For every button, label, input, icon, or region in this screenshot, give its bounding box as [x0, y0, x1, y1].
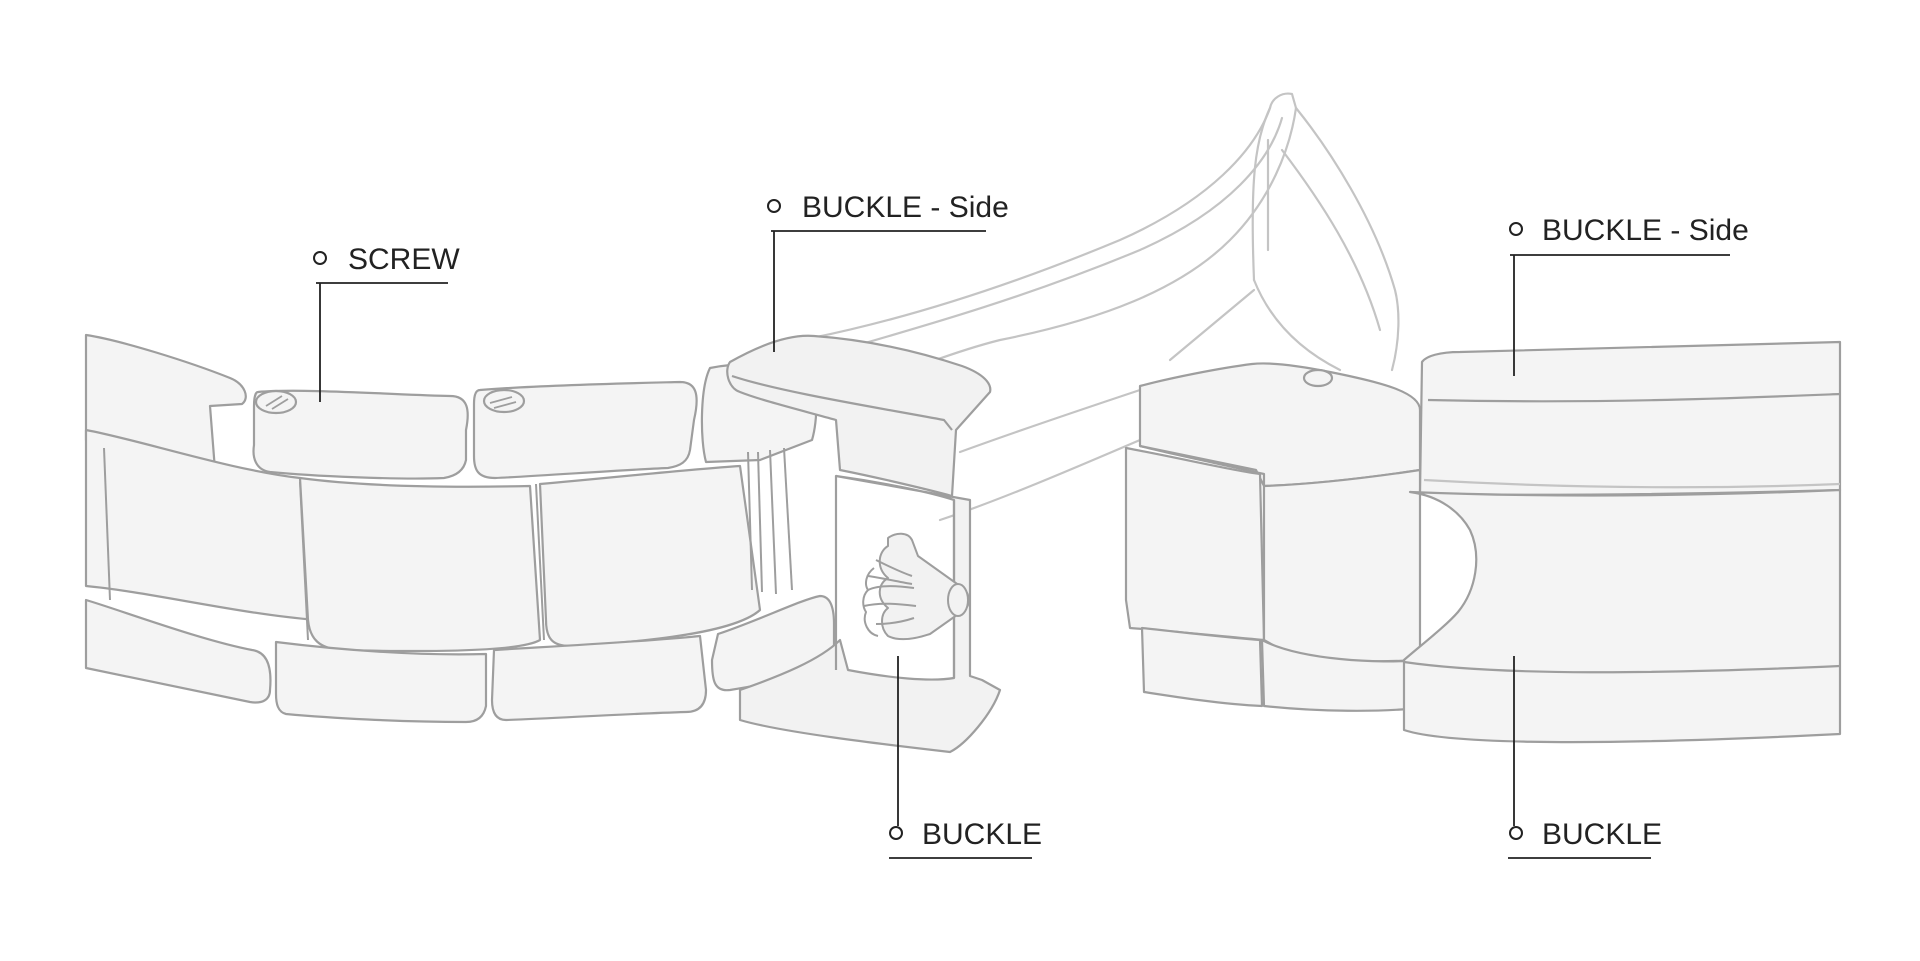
end-link-top	[84, 333, 247, 472]
center-link-2	[538, 464, 762, 648]
right-clasp-cover	[1418, 340, 1842, 496]
left-clasp	[726, 334, 1002, 754]
buckle-side-left-label: BUCKLE - Side	[802, 191, 1009, 224]
right-clasp-body	[1402, 488, 1842, 744]
callout-buckle-left: BUCKLE	[889, 656, 1042, 859]
right-hinge-body	[1124, 446, 1266, 642]
left-clasp-top-cover	[726, 334, 992, 498]
buckle-left-label: BUCKLE	[922, 818, 1042, 851]
screw-head-2	[482, 388, 526, 414]
left-clasp-body	[738, 474, 1002, 754]
screw-marker-icon	[313, 251, 327, 265]
center-link-1	[298, 476, 542, 653]
screw-head-1	[254, 389, 298, 415]
crown-logo-icon	[862, 532, 970, 641]
right-hinge-bottom	[1140, 626, 1264, 708]
hinge-pin-head	[1302, 368, 1334, 388]
callout-screw: SCREW	[313, 243, 460, 402]
right-hinge-center	[1262, 468, 1422, 663]
buckle-right-label: BUCKLE	[1542, 818, 1662, 851]
outer-link-lower-2	[490, 634, 708, 722]
buckle-side-right-label: BUCKLE - Side	[1542, 214, 1749, 247]
outer-link-lower-1	[274, 640, 488, 724]
bracelet-links	[84, 333, 836, 724]
buckle-right-marker-icon	[1509, 826, 1523, 840]
screw-link-2	[472, 380, 698, 480]
screw-link-1	[252, 389, 469, 480]
hinge-pins	[103, 447, 793, 641]
right-clasp	[1124, 340, 1842, 744]
buckle-side-right-marker-icon	[1509, 222, 1523, 236]
buckle-side-left-marker-icon	[767, 199, 781, 213]
callout-buckle-side-right: BUCKLE - Side	[1509, 214, 1749, 376]
callout-buckle-side-left: BUCKLE - Side	[767, 191, 1009, 352]
callout-buckle-right: BUCKLE	[1508, 656, 1662, 859]
screw-label: SCREW	[348, 243, 460, 276]
buckle-left-marker-icon	[889, 826, 903, 840]
end-link-lower	[84, 598, 272, 704]
